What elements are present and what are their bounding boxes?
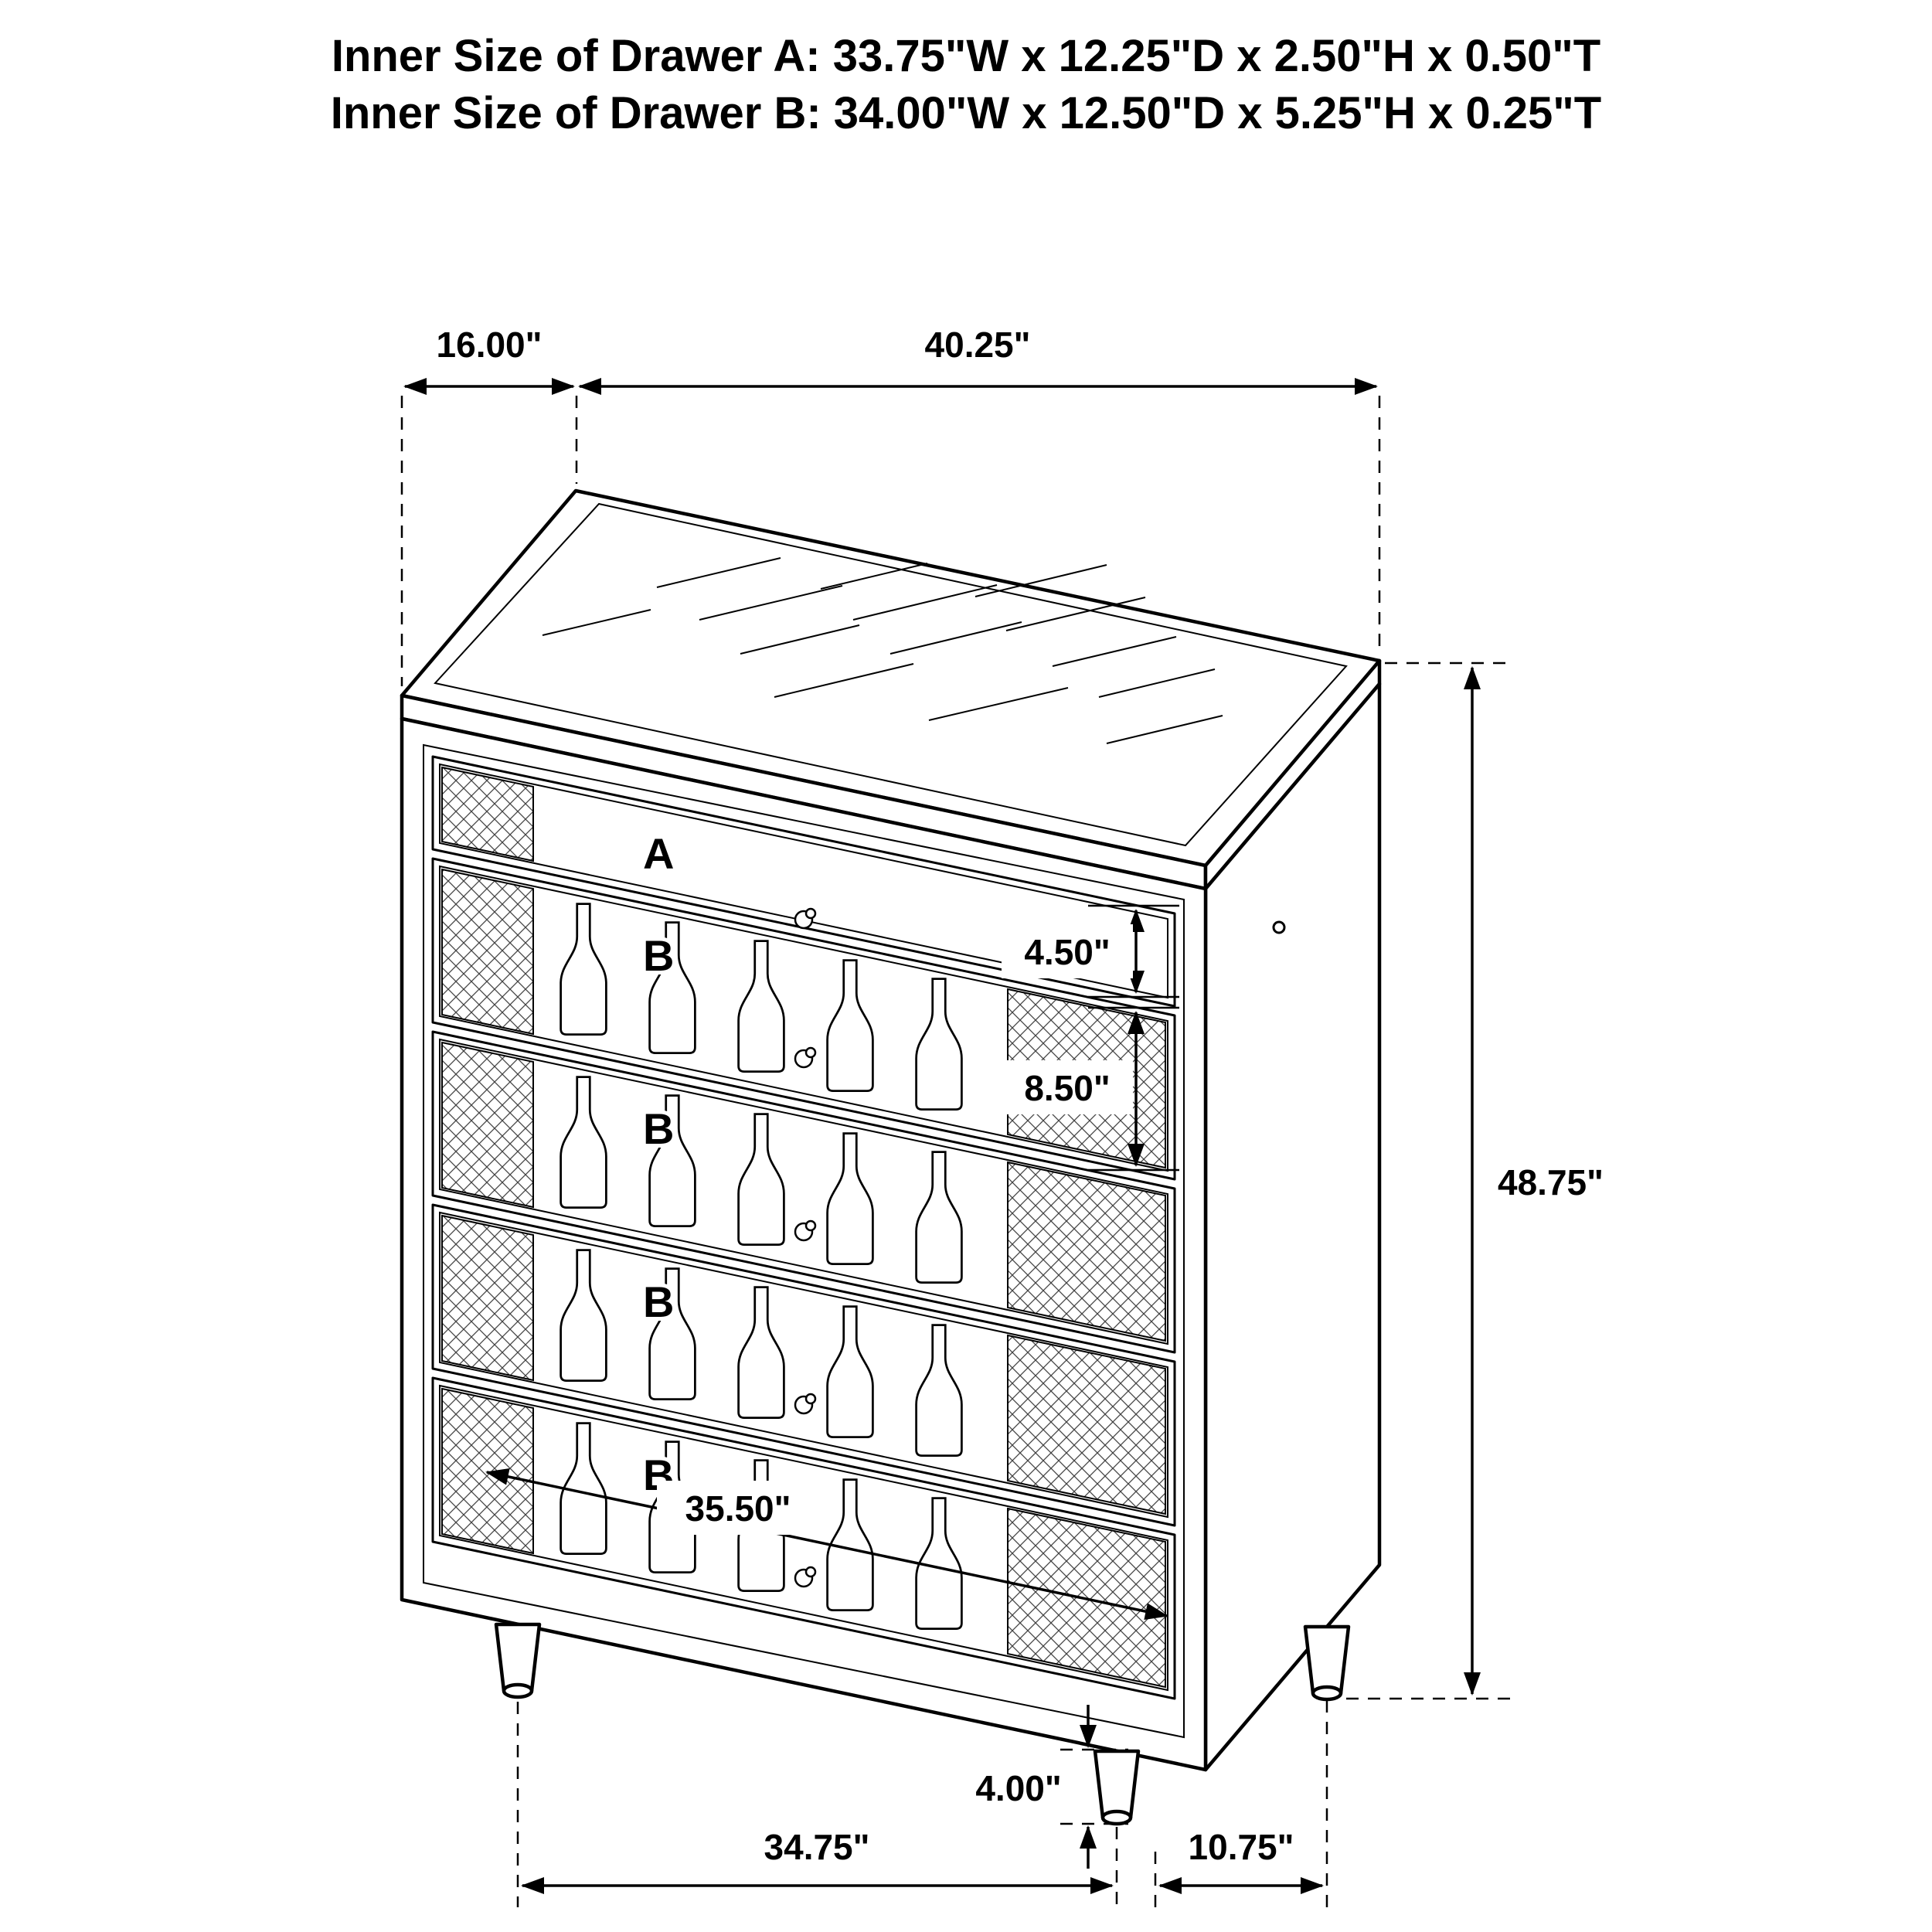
leg-front-left bbox=[494, 1622, 542, 1699]
drawer-b-2: B bbox=[431, 1030, 1176, 1354]
drawer-b2-lattice-right bbox=[1007, 1161, 1166, 1342]
height-dimension: 48.75" bbox=[1346, 662, 1604, 1700]
side-panel-hole bbox=[1272, 920, 1286, 934]
drawer-b1-label: B bbox=[643, 931, 674, 980]
drawer-knob bbox=[794, 1393, 817, 1415]
base-depth-label: 10.75" bbox=[1189, 1827, 1294, 1867]
drawer-b1-lattice-left bbox=[441, 868, 534, 1036]
chest-top-inner-frame bbox=[434, 502, 1348, 847]
drawer-a-height-dimension: 4.50" bbox=[1002, 904, 1179, 998]
tick-lines bbox=[1088, 1006, 1179, 1172]
top-sheen-lines bbox=[542, 557, 1223, 744]
drawer-b1-front bbox=[431, 857, 1176, 1181]
label-box bbox=[1002, 924, 1133, 978]
drawer-knob bbox=[794, 1046, 817, 1069]
drawer-a: A bbox=[431, 755, 1176, 1008]
chest-drawing: A B bbox=[400, 488, 1382, 1826]
drawer-width-arrow bbox=[485, 1468, 1168, 1620]
front-inner-frame bbox=[423, 743, 1185, 1739]
base-width-label: 34.75" bbox=[764, 1827, 870, 1867]
drawer-b3-front bbox=[431, 1203, 1176, 1527]
drawer-inner-width-label: 35.50" bbox=[685, 1488, 791, 1529]
base-width-dimension: 34.75" bbox=[516, 1702, 1118, 1907]
title-block: Inner Size of Drawer A: 33.75"W x 12.25"… bbox=[331, 31, 1601, 138]
leg-back-right bbox=[1303, 1624, 1351, 1702]
drawer-b2-label: B bbox=[643, 1104, 674, 1153]
top-dimensions: 16.00" 40.25" bbox=[400, 325, 1381, 686]
drawer-a-height-label: 4.50" bbox=[1024, 932, 1110, 972]
leg-front-right bbox=[1093, 1749, 1141, 1826]
top-width-label: 40.25" bbox=[925, 325, 1031, 365]
drawer-b2-front bbox=[431, 1030, 1176, 1354]
top-depth-label: 16.00" bbox=[437, 325, 543, 365]
drawer-b3-lattice-left bbox=[441, 1214, 534, 1382]
drawer-a-label: A bbox=[643, 829, 674, 878]
drawer-b2-inner-border bbox=[439, 1038, 1168, 1345]
leg-height-dimension: 4.00" bbox=[975, 1705, 1128, 1869]
drawer-b2-lattice-left bbox=[441, 1041, 534, 1209]
leg-height-label: 4.00" bbox=[975, 1768, 1061, 1808]
drawer-b3-label: B bbox=[643, 1277, 674, 1326]
label-box bbox=[657, 1481, 819, 1535]
tick-lines bbox=[1088, 904, 1179, 998]
title-line-1: Inner Size of Drawer A: 33.75"W x 12.25"… bbox=[332, 31, 1600, 81]
drawer-a-front bbox=[431, 755, 1176, 1008]
label-box bbox=[1002, 1060, 1133, 1114]
drawer-b-height-dimension: 8.50" bbox=[1002, 1006, 1179, 1172]
overall-height-label: 48.75" bbox=[1498, 1162, 1604, 1202]
title-line-2: Inner Size of Drawer B: 34.00"W x 12.50"… bbox=[331, 88, 1601, 138]
drawer-knob bbox=[794, 907, 817, 930]
drawer-width-dimension: 35.50" bbox=[485, 1468, 1168, 1620]
drawer-b-height-label: 8.50" bbox=[1024, 1068, 1110, 1108]
base-depth-dimension: 10.75" bbox=[1154, 1700, 1328, 1907]
drawer-knob bbox=[794, 1219, 817, 1242]
drawer-a-lattice-left bbox=[441, 766, 534, 862]
